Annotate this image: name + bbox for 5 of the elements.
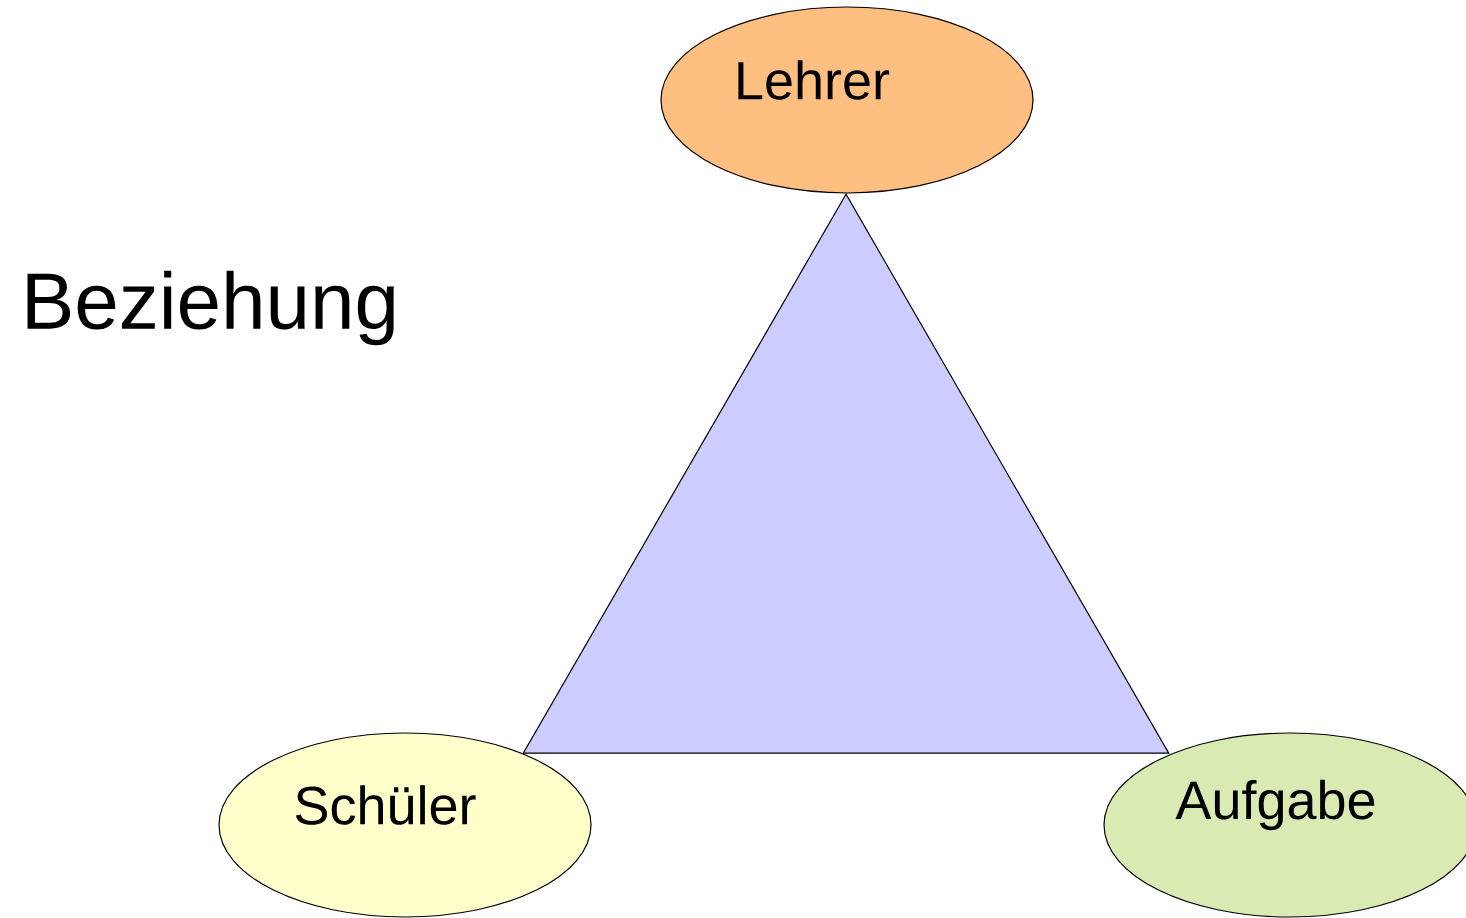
ellipse-node: Lehrer xyxy=(660,6,1034,194)
ellipse-node: Aufgabe xyxy=(1103,732,1466,918)
triangle xyxy=(522,193,1170,754)
ellipse-node: Schüler xyxy=(218,732,592,918)
heading-label: Beziehung xyxy=(27,270,394,346)
